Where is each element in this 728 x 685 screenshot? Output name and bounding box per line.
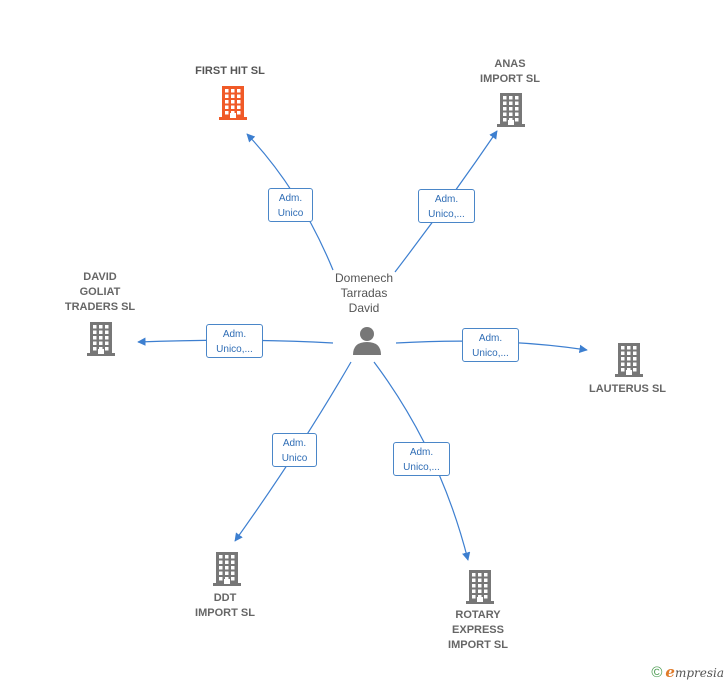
person-icon[interactable] (351, 325, 383, 355)
brand-initial: e (665, 663, 675, 681)
edge-label-first-hit[interactable]: Adm. Unico (268, 188, 313, 222)
edge-label-rotary[interactable]: Adm. Unico,... (393, 442, 450, 476)
building-icon-lauterus[interactable] (614, 341, 644, 377)
company-name-rotary[interactable]: ROTARY EXPRESS IMPORT SL (448, 609, 508, 651)
brand-logo[interactable]: empresia (665, 663, 724, 681)
building-icon-rotary[interactable] (465, 568, 495, 604)
edge-label-ddt[interactable]: Adm. Unico (272, 433, 317, 467)
company-name-ddt[interactable]: DDT IMPORT SL (195, 592, 255, 619)
building-icon-david-goliat[interactable] (86, 320, 116, 356)
brand-text: mpresia (674, 666, 724, 680)
copyright-icon: © (651, 663, 663, 681)
footer-brand: © empresia (651, 663, 724, 681)
company-name-david-goliat[interactable]: DAVID GOLIAT TRADERS SL (64, 271, 136, 313)
company-name-anas[interactable]: ANAS IMPORT SL (480, 58, 540, 85)
building-icon-anas[interactable] (496, 91, 526, 127)
edge-label-anas[interactable]: Adm. Unico,... (418, 189, 475, 223)
edge-label-david-goliat[interactable]: Adm. Unico,... (206, 324, 263, 358)
company-name-first-hit[interactable]: FIRST HIT SL (195, 65, 265, 77)
edge-label-lauterus[interactable]: Adm. Unico,... (462, 328, 519, 362)
building-icon-ddt[interactable] (212, 550, 242, 586)
building-icon-first-hit[interactable] (218, 84, 248, 120)
person-name: Domenech Tarradas David (334, 271, 394, 315)
company-name-lauterus[interactable]: LAUTERUS SL (589, 383, 666, 395)
